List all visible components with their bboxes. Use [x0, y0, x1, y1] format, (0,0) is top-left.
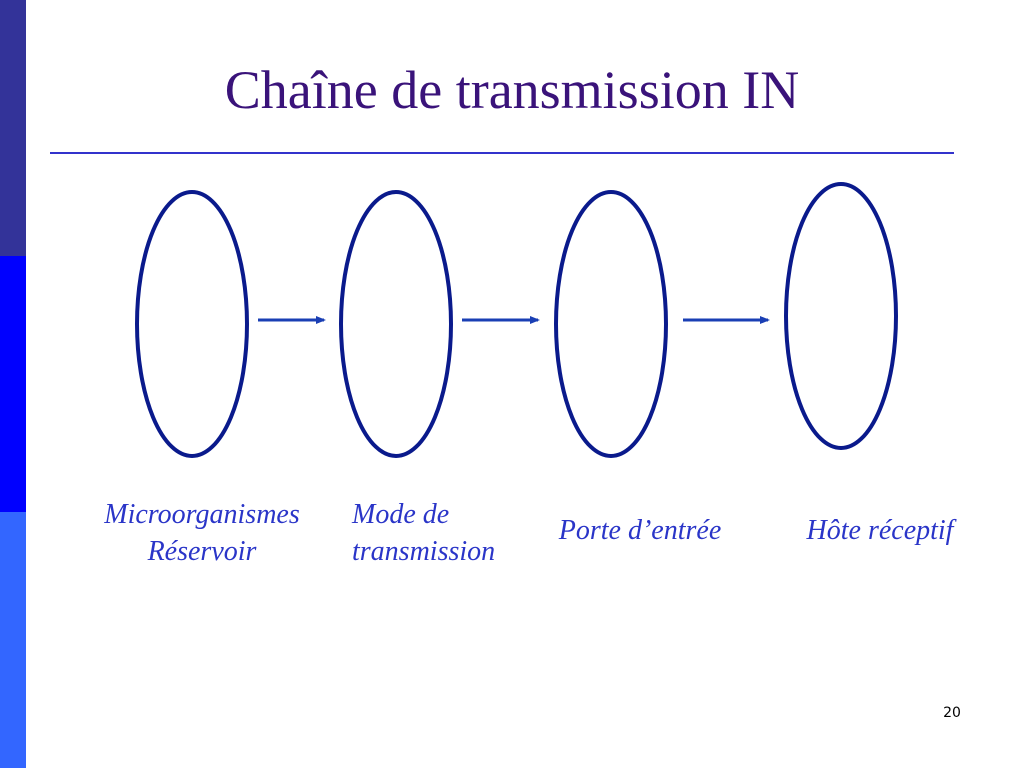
node-ellipse-reservoir — [135, 190, 249, 458]
node-label-host-line-1: Hôte réceptif — [806, 515, 954, 546]
node-ellipse-transmission — [339, 190, 453, 458]
node-ellipse-entry — [554, 190, 668, 458]
sidebar-segment-bottom — [0, 512, 26, 768]
slide-title-text: Chaîne de transmission IN — [224, 60, 800, 120]
page-number: 20 — [943, 705, 961, 721]
node-label-transmission: Mode de transmission — [352, 496, 495, 570]
sidebar-segment-top — [0, 0, 26, 256]
node-label-reservoir-line-2: Réservoir — [147, 536, 257, 567]
node-label-transmission-line-1: Mode de — [352, 499, 450, 530]
node-label-reservoir-line-1: Microorganismes — [104, 499, 300, 530]
node-label-reservoir: Microorganismes Réservoir — [82, 496, 322, 570]
node-label-host: Hôte réceptif — [782, 512, 978, 549]
slide-title: Chaîne de transmission IN — [0, 55, 1024, 125]
slide-sidebar — [0, 0, 26, 768]
node-label-entry: Porte d’entrée — [536, 512, 744, 549]
node-label-transmission-line-2: transmission — [352, 536, 496, 567]
sidebar-segment-middle — [0, 256, 26, 512]
title-divider — [50, 152, 954, 154]
node-label-entry-line-1: Porte d’entrée — [558, 515, 722, 546]
node-ellipse-host — [784, 182, 898, 450]
